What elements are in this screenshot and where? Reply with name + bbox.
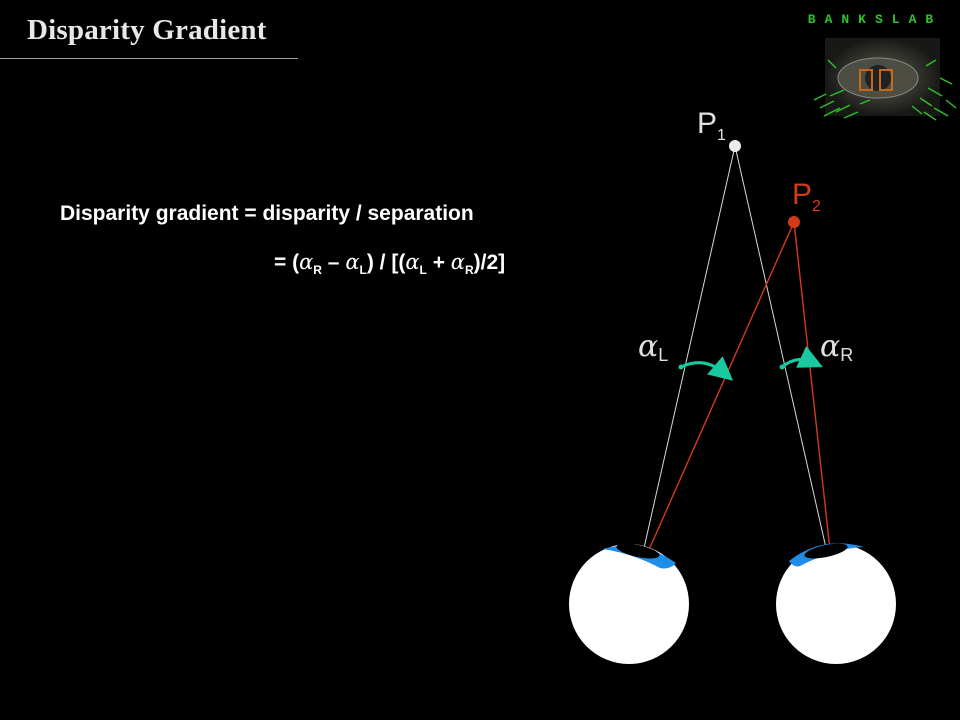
- alpha-symbol: α: [450, 250, 465, 274]
- subscript-r: R: [464, 263, 474, 277]
- sightline-right-p1: [734, 145, 827, 549]
- slide-title: Disparity Gradient: [27, 14, 267, 46]
- point-p1: [729, 140, 741, 152]
- logo-text: BANKSLAB: [807, 12, 943, 27]
- subscript-r: R: [313, 263, 322, 277]
- formula-minus: –: [321, 251, 346, 274]
- arc-alpha-right: [781, 346, 823, 369]
- arc-alpha-left-start: [678, 364, 684, 370]
- label-alpha-right: αR: [820, 329, 853, 365]
- subscript-l: L: [419, 263, 427, 277]
- alpha-symbol: α: [345, 250, 360, 274]
- sightline-left-p1: [643, 145, 736, 549]
- arc-alpha-left: [680, 356, 734, 381]
- eye-logo-image: [813, 38, 957, 121]
- formula-end: )/2]: [473, 251, 506, 274]
- arc-alpha-right-start: [779, 364, 785, 370]
- formula-expansion: = (αR – αL) / [(αL + αR)/2]: [274, 250, 506, 277]
- eye-left-icon: [569, 543, 689, 664]
- formula-mid: ) / [(: [366, 251, 406, 274]
- formula-eq: = (: [274, 251, 300, 274]
- formula-plus: +: [426, 251, 451, 274]
- eye-right-icon: [776, 543, 896, 664]
- label-alpha-left: αL: [638, 329, 668, 365]
- bankslab-logo-icon: BANKSLAB: [800, 8, 960, 128]
- sightline-right-p2: [793, 221, 831, 551]
- sightline-left-p2: [647, 221, 795, 553]
- alpha-symbol: α: [299, 250, 314, 274]
- label-p2: P2: [792, 178, 821, 215]
- subscript-l: L: [359, 263, 367, 277]
- title-underline: [0, 58, 298, 59]
- point-p2: [788, 216, 800, 228]
- alpha-symbol: α: [405, 250, 420, 274]
- formula-definition: Disparity gradient = disparity / separat…: [60, 202, 474, 225]
- label-p1: P1: [697, 107, 726, 144]
